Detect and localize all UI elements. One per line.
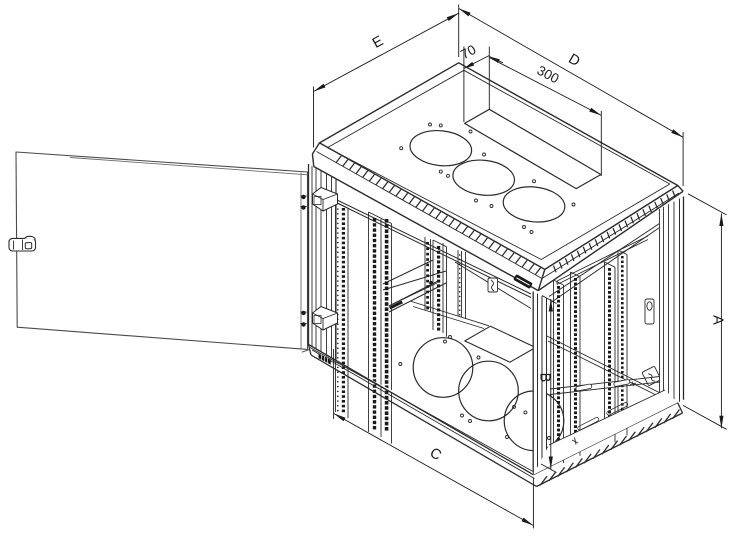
svg-text:A: A [710,315,726,325]
svg-text:70: 70 [458,42,478,62]
svg-text:B: B [537,373,553,383]
